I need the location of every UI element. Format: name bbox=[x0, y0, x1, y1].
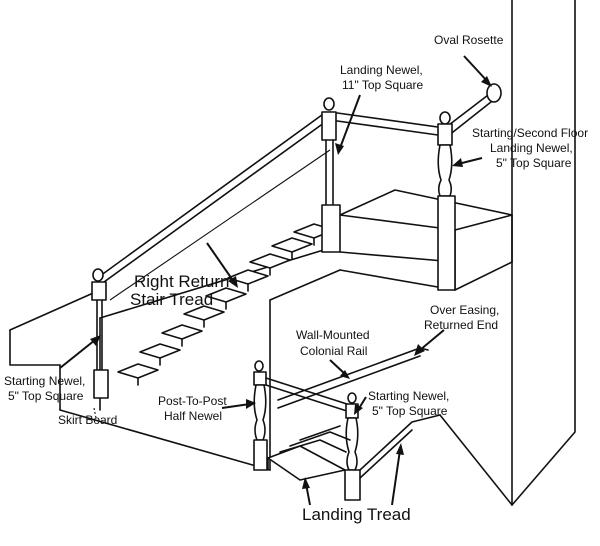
label-starting-newel-left-line2: 5" Top Square bbox=[8, 389, 84, 403]
label-skirt-board: Skirt Board bbox=[58, 413, 117, 427]
label-second-floor-line3: 5" Top Square bbox=[496, 156, 572, 170]
oval-rosette bbox=[486, 83, 502, 103]
lower-flight bbox=[253, 347, 441, 501]
label-starting-newel-right-line1: Starting Newel, bbox=[368, 389, 449, 403]
second-floor-newel bbox=[437, 111, 456, 291]
landing-newel bbox=[321, 97, 341, 253]
label-landing-newel-line1: Landing Newel, bbox=[340, 63, 423, 77]
label-wall-rail-line1: Wall-Mounted bbox=[296, 328, 370, 342]
label-second-floor-line1: Starting/Second Floor bbox=[472, 126, 588, 140]
label-over-easing-line1: Over Easing, bbox=[430, 303, 499, 317]
callout-arrows bbox=[59, 55, 492, 506]
label-post-to-post-line1: Post-To-Post bbox=[158, 394, 227, 408]
label-starting-newel-right-line2: 5" Top Square bbox=[372, 404, 448, 418]
label-oval-rosette: Oval Rosette bbox=[434, 33, 504, 47]
label-landing-tread: Landing Tread bbox=[302, 505, 411, 524]
main-handrail bbox=[99, 91, 497, 301]
label-right-return-line2: Stair Tread bbox=[130, 290, 213, 309]
stair-treads bbox=[117, 223, 335, 386]
upper-landing-platform bbox=[339, 189, 513, 291]
label-right-return-line1: Right Return bbox=[134, 272, 229, 291]
label-starting-newel-left-line1: Starting Newel, bbox=[4, 374, 85, 388]
label-landing-newel-line2: 11" Top Square bbox=[342, 78, 424, 92]
labels: Oval Rosette Landing Newel, 11" Top Squa… bbox=[4, 33, 588, 524]
label-wall-rail-line2: Colonial Rail bbox=[300, 344, 367, 358]
label-second-floor-line2: Landing Newel, bbox=[490, 141, 573, 155]
label-post-to-post-line2: Half Newel bbox=[164, 409, 222, 423]
label-over-easing-line2: Returned End bbox=[424, 318, 498, 332]
starting-newel-left bbox=[91, 268, 109, 399]
walls bbox=[9, 0, 576, 506]
